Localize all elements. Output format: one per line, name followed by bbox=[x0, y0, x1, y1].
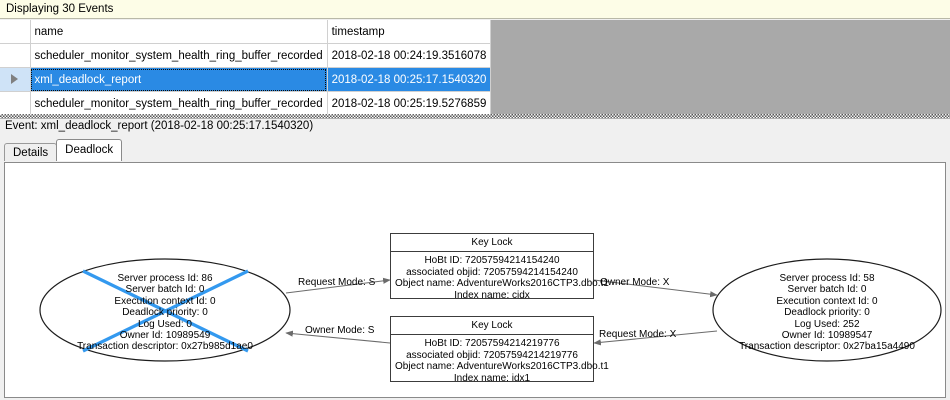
row-selector-cell[interactable] bbox=[0, 91, 31, 116]
current-row-arrow-icon bbox=[11, 74, 19, 85]
grid-header-row: name timestamp bbox=[0, 20, 492, 44]
edge-left-request bbox=[285, 277, 391, 294]
table-row[interactable]: xml_deadlock_report 2018-02-18 00:25:17.… bbox=[0, 67, 492, 92]
horizontal-splitter[interactable] bbox=[0, 114, 950, 119]
event-caption: Event: xml_deadlock_report (2018-02-18 0… bbox=[5, 120, 314, 132]
keylock-bottom-title: Key Lock bbox=[391, 317, 593, 335]
keylock-bottom-line-3: Index name: idx1 bbox=[453, 372, 531, 384]
detail-tabstrip[interactable]: Details Deadlock bbox=[4, 139, 123, 161]
edge-left-owner bbox=[285, 330, 391, 344]
keylock-top-line-1: associated objid: 72057594214154240 bbox=[406, 266, 578, 278]
edge-label-left-owner: Owner Mode: S bbox=[305, 325, 375, 336]
keylock-top-line-0: HoBt ID: 72057594214154240 bbox=[424, 255, 560, 266]
grid-header-selector bbox=[0, 20, 31, 44]
victim-cross-icon bbox=[82, 269, 249, 353]
row-timestamp-cell[interactable]: 2018-02-18 00:25:19.5276859 bbox=[327, 91, 492, 116]
tab-details[interactable]: Details bbox=[4, 143, 58, 161]
deadlock-graph-panel[interactable]: Server process Id: 86 Server batch Id: 0… bbox=[4, 162, 946, 398]
events-grid[interactable]: name timestamp scheduler_monitor_system_… bbox=[0, 20, 492, 116]
process-node-right[interactable] bbox=[712, 258, 942, 362]
edge-label-right-owner: Owner Mode: X bbox=[600, 277, 670, 288]
row-selector-cell[interactable] bbox=[0, 43, 31, 68]
table-row[interactable]: scheduler_monitor_system_health_ring_buf… bbox=[0, 43, 492, 68]
row-selector-cell[interactable] bbox=[0, 67, 31, 92]
events-banner-label: Displaying 30 Events bbox=[6, 3, 114, 15]
edge-right-request bbox=[593, 330, 718, 346]
row-name-cell[interactable]: scheduler_monitor_system_health_ring_buf… bbox=[30, 43, 328, 68]
table-row[interactable]: scheduler_monitor_system_health_ring_buf… bbox=[0, 91, 492, 116]
row-name-cell[interactable]: scheduler_monitor_system_health_ring_buf… bbox=[30, 91, 328, 116]
edge-right-owner bbox=[593, 279, 718, 298]
keylock-bottom-body: HoBt ID: 72057594214219776 associated ob… bbox=[391, 335, 609, 388]
row-timestamp-cell[interactable]: 2018-02-18 00:24:19.3516078 bbox=[327, 43, 492, 68]
grid-header-name[interactable]: name bbox=[30, 20, 328, 44]
keylock-top-body: HoBt ID: 72057594214154240 associated ob… bbox=[391, 252, 609, 305]
resource-node-keylock-top[interactable]: Key Lock HoBt ID: 72057594214154240 asso… bbox=[390, 233, 609, 301]
keylock-bottom-line-1: associated objid: 72057594214219776 bbox=[406, 349, 578, 361]
keylock-bottom-line-2: Object name: AdventureWorks2016CTP3.dbo.… bbox=[395, 361, 609, 372]
row-timestamp-cell[interactable]: 2018-02-18 00:25:17.1540320 bbox=[327, 67, 492, 92]
edge-label-left-request: Request Mode: S bbox=[298, 277, 376, 288]
events-banner: Displaying 30 Events bbox=[0, 0, 950, 19]
keylock-top-line-3: Index name: cidx bbox=[454, 289, 530, 301]
keylock-top-title: Key Lock bbox=[391, 234, 593, 252]
keylock-top-line-2: Object name: AdventureWorks2016CTP3.dbo.… bbox=[395, 278, 609, 289]
row-name-cell[interactable]: xml_deadlock_report bbox=[30, 67, 328, 92]
keylock-bottom-line-0: HoBt ID: 72057594214219776 bbox=[424, 338, 560, 349]
resource-node-keylock-bottom[interactable]: Key Lock HoBt ID: 72057594214219776 asso… bbox=[390, 316, 609, 384]
events-grid-area[interactable]: name timestamp scheduler_monitor_system_… bbox=[0, 20, 950, 117]
edge-label-right-request: Request Mode: X bbox=[599, 329, 677, 340]
deadlock-graph-canvas bbox=[39, 258, 942, 362]
tab-deadlock[interactable]: Deadlock bbox=[56, 139, 123, 161]
grid-header-timestamp[interactable]: timestamp bbox=[327, 20, 492, 44]
